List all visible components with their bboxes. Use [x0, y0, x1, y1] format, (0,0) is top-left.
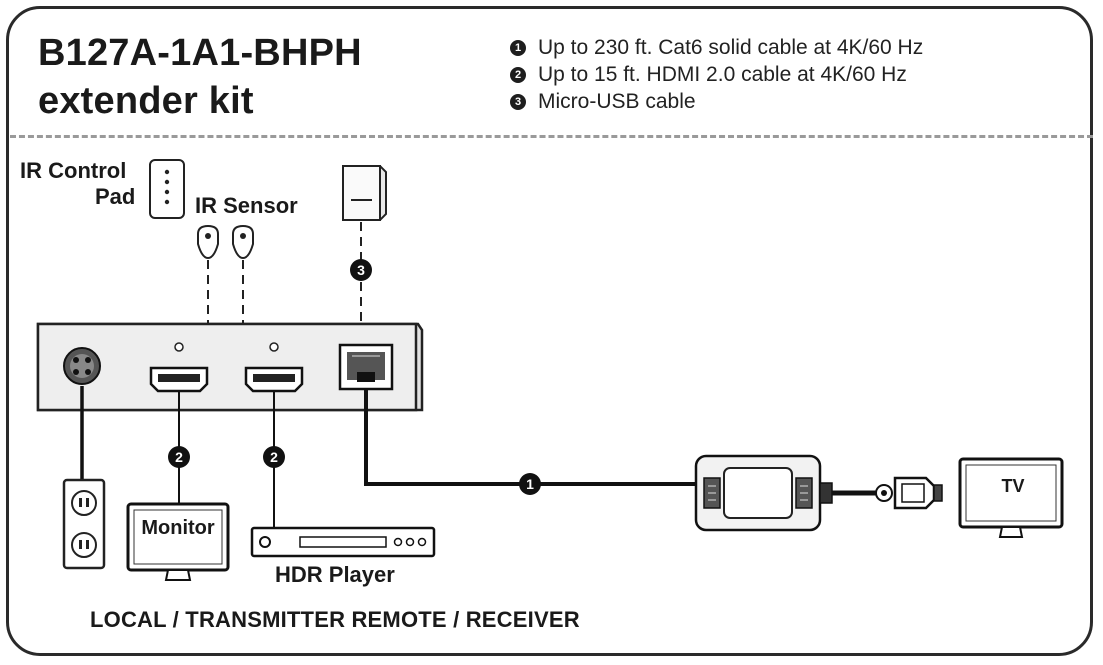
legend-item-hdmi: 2 Up to 15 ft. HDMI 2.0 cable at 4K/60 Hz: [510, 61, 923, 88]
legend-text-cat6: Up to 230 ft. Cat6 solid cable at 4K/60 …: [538, 36, 924, 59]
cat6-cable: [364, 389, 696, 486]
tv-icon: [958, 457, 1064, 538]
receiver-unit-icon: [694, 454, 822, 532]
monitor-icon: [126, 502, 230, 581]
number-3-badge: 3: [510, 93, 526, 110]
hdr-player-label: HDR Player: [275, 562, 395, 587]
hdmi-connector-icon: [819, 476, 943, 510]
ir-sensor-label: IR Sensor: [195, 193, 298, 218]
marker-1-badge: [519, 473, 541, 495]
power-outlet-icon: [62, 478, 106, 570]
footer-caption: LOCAL / TRANSMITTER REMOTE / RECEIVER: [90, 607, 580, 632]
power-port-icon: [63, 347, 101, 385]
legend-text-hdmi: Up to 15 ft. HDMI 2.0 cable at 4K/60 Hz: [538, 63, 907, 86]
ir-sensor-icon: [197, 224, 219, 260]
kit-title-subtitle: extender kit: [38, 80, 254, 122]
status-led-icon: [269, 342, 279, 352]
marker-2-badge: [263, 446, 285, 468]
marker-3-badge: [350, 259, 372, 281]
ir-control-pad-icon: [149, 159, 185, 219]
cable-legend: 1 Up to 230 ft. Cat6 solid cable at 4K/60…: [510, 34, 923, 115]
dashed-divider: [10, 135, 1093, 138]
transmitter-unit: [36, 322, 424, 412]
marker-2-badge: [168, 446, 190, 468]
status-led-icon: [174, 342, 184, 352]
ir-control-pad-label-line2: Pad: [95, 184, 136, 209]
usb-power-adapter-icon: [342, 164, 387, 221]
hdmi-port-icon: [149, 366, 209, 393]
marker-1-text: 1: [526, 476, 534, 492]
monitor-label: Monitor: [141, 517, 215, 539]
number-2-badge: 2: [510, 66, 526, 83]
legend-text-usb: Micro-USB cable: [538, 90, 696, 113]
tv-label: TV: [1001, 476, 1025, 496]
legend-item-cat6: 1 Up to 230 ft. Cat6 solid cable at 4K/60…: [510, 34, 923, 61]
kit-title-model: B127A-1A1-BHPH: [38, 32, 362, 74]
ir-sensor-icon: [232, 224, 254, 260]
marker-2-text: 2: [270, 449, 278, 465]
marker-3-text: 3: [357, 262, 365, 278]
hdmi-port-icon: [244, 366, 304, 393]
number-1-badge: 1: [510, 39, 526, 56]
rj45-port-icon: [338, 343, 394, 391]
hdr-player-icon: [250, 526, 436, 558]
marker-2-text: 2: [175, 449, 183, 465]
ir-control-pad-label-line1: IR Control: [20, 158, 127, 183]
legend-item-usb: 3 Micro-USB cable: [510, 88, 923, 115]
